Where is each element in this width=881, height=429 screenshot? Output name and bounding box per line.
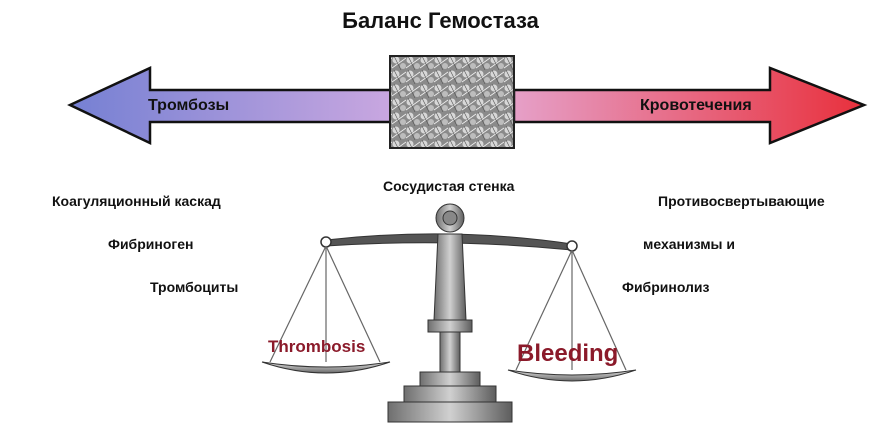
right-pan-label: Bleeding [517, 340, 618, 368]
left-pan-label: Thrombosis [268, 337, 365, 357]
